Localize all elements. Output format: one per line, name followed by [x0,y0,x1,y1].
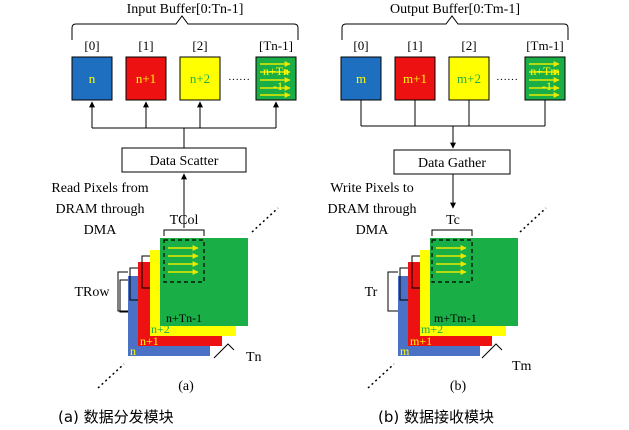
buffer-cell-last-label-1: n+Tn [263,64,289,78]
out-stack-green [430,238,518,326]
dma-read-line-3: DMA [84,223,118,238]
panel-a-caption: (a) 数据分发模块 [58,408,174,426]
stack-label-2: n+2 [151,322,170,336]
out-cell-last-label-1: n+Tm [530,64,560,78]
buffer-cell-0 [71,56,113,101]
input-buffer-brace [71,15,299,40]
buffer-index-last: [Tn-1] [259,38,293,53]
buffer-cell-1-label: n+1 [136,71,156,86]
out-depth-label: Tm [512,359,532,374]
output-buffer-title: Output Buffer[0:Tm-1] [390,2,520,17]
input-buffer-title: Input Buffer[0:Tn-1] [127,2,244,17]
out-index-0: [0] [353,38,368,53]
dma-write-line-3: DMA [356,223,390,238]
data-gather-label: Data Gather [418,156,486,171]
dma-read-line-2: DRAM through [55,202,144,217]
panel-b-caption: (b) 数据接收模块 [378,408,494,426]
trow-brace [117,271,128,312]
out-diag-line-top [519,207,547,233]
dma-write-line-1: Write Pixels to [330,181,413,196]
out-index-last: [Tm-1] [526,38,564,53]
out-cell-0 [340,56,382,101]
out-cell-1 [394,56,436,101]
depth-label: Tn [246,350,262,365]
buffer-index-2: [2] [192,38,207,53]
buffer-cell-0-label: n [89,71,96,86]
out-cell-2 [448,56,490,101]
out-dots: ······ [496,74,518,86]
out-stack-label-2: m+2 [421,322,443,336]
panel-a-sub: (a) [178,379,194,394]
depth-brace [213,343,235,359]
buffer-cell-1 [125,56,167,101]
buffer-cell-2 [179,56,221,101]
dma-read-line-1: Read Pixels from [51,181,148,196]
out-stack-label-top: m+Tm-1 [434,311,477,325]
tcol-brace [163,229,205,236]
out-cell-1-label: m+1 [403,71,427,86]
buffer-index-1: [1] [138,38,153,53]
tc-brace [431,229,473,236]
tile-row-label: TRow [75,285,111,300]
out-cell-0-label: m [356,71,366,86]
out-tile-window [431,239,473,283]
tile-window [163,239,205,283]
out-tile-row-label: Tr [365,285,378,300]
panel-a: Input Buffer[0:Tn-1] [0] [1] [2] [Tn-1] … [51,2,299,426]
out-index-2: [2] [461,38,476,53]
panel-b-sub: (b) [450,379,467,394]
out-stack-label-0: m [400,344,410,358]
out-cell-last-label-2: -1 [542,79,552,93]
data-scatter-label: Data Scatter [150,154,219,169]
dma-write-line-2: DRAM through [327,202,416,217]
data-scatter-box [121,147,247,173]
diag-line-top [251,207,279,233]
out-cell-2-label: m+2 [457,71,481,86]
stack-label-0: n [130,344,136,358]
data-gather-box [393,149,511,175]
buffer-cell-2-label: n+2 [190,71,210,86]
buffer-cell-last-label-2: -1 [273,79,283,93]
tr-brace [387,271,398,312]
panel-b: Output Buffer[0:Tm-1] [0] [1] [2] [Tm-1]… [327,2,569,426]
output-buffer-brace [341,15,569,40]
out-diag-line-bottom [367,363,395,389]
out-index-1: [1] [407,38,422,53]
buffer-dots: ······ [228,74,250,86]
stack-label-1: n+1 [140,334,159,348]
out-depth-brace [481,343,503,359]
out-tile-col-label: Tc [446,213,460,228]
out-stack-label-1: m+1 [410,334,432,348]
diag-line-bottom [97,363,125,389]
buffer-index-0: [0] [84,38,99,53]
stack-label-top: n+Tn-1 [166,311,202,325]
tile-col-label: TCol [170,213,199,228]
